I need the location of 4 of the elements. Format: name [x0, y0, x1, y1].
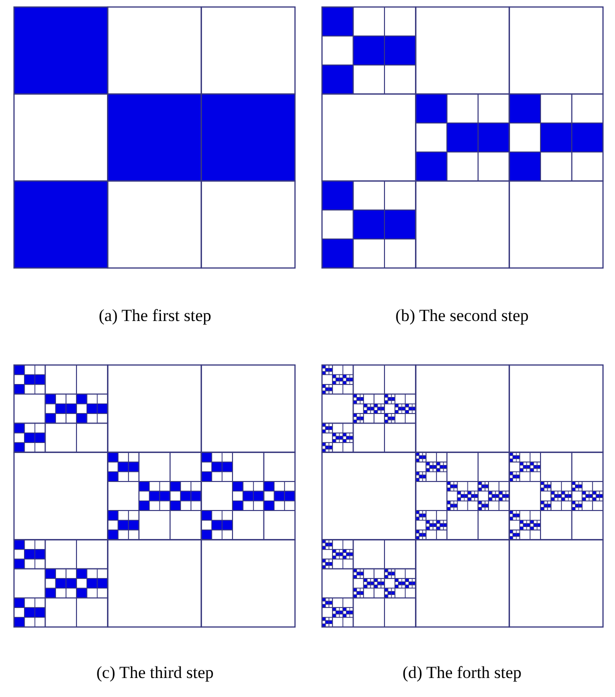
figure-caption: (c) The third step: [96, 663, 214, 683]
figure-caption: (b) The second step: [395, 306, 529, 326]
figure-caption: (d) The forth step: [402, 663, 522, 683]
figure-caption: (a) The first step: [98, 306, 212, 326]
